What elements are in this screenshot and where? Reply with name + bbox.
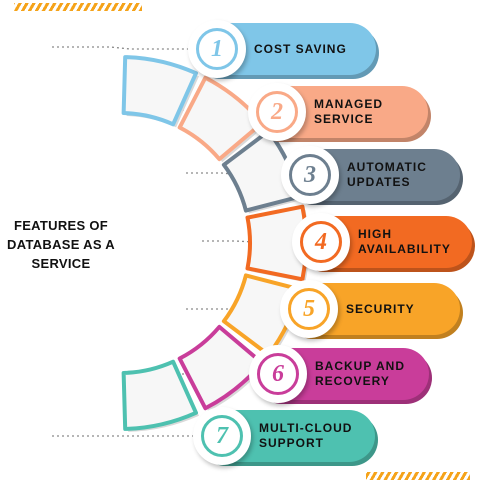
feature-label-line-1: MULTI-CLOUD — [259, 421, 353, 435]
feature-label-line-1: MANAGED — [314, 97, 383, 111]
feature-number: 7 — [201, 415, 243, 457]
arc-segment-1 — [121, 55, 198, 127]
feature-number: 1 — [196, 28, 238, 70]
feature-number-badge: 5 — [280, 280, 338, 338]
feature-number-badge: 3 — [281, 146, 339, 204]
feature-label-line-1: SECURITY — [346, 301, 415, 316]
feature-label-line-2: SERVICE — [314, 112, 374, 126]
feature-label-line-2: UPDATES — [347, 175, 411, 189]
feature-number: 3 — [289, 154, 331, 196]
bottom-stripes-decoration — [366, 472, 470, 480]
feature-number-badge: 7 — [193, 407, 251, 465]
feature-label-line-2: SUPPORT — [259, 436, 325, 450]
feature-label-line-2: AVAILABILITY — [358, 242, 451, 256]
diagram-title: FEATURES OF DATABASE AS A SERVICE — [0, 216, 122, 273]
feature-number-badge: 6 — [249, 345, 307, 403]
arc-segment-2 — [177, 75, 265, 162]
top-stripes-decoration — [14, 3, 142, 11]
feature-label-line-1: HIGH — [358, 227, 392, 241]
arc-segment-3 — [221, 129, 303, 213]
arc-segment-7 — [121, 359, 198, 431]
diagram-title-line-1: FEATURES OF — [13, 218, 109, 233]
feature-number-badge: 4 — [292, 213, 350, 271]
feature-number-badge: 1 — [188, 20, 246, 78]
feature-pill-1: 1 COST SAVING — [188, 20, 376, 78]
feature-number: 2 — [256, 91, 298, 133]
feature-number: 4 — [300, 221, 342, 263]
connector-line-4 — [202, 240, 298, 243]
feature-pill-5: 5 SECURITY — [280, 280, 460, 338]
feature-number-badge: 2 — [248, 83, 306, 141]
feature-label-line-1: COST SAVING — [254, 41, 347, 56]
feature-label: SECURITY — [346, 302, 450, 317]
connector-line-1 — [52, 46, 194, 50]
feature-number: 5 — [288, 288, 330, 330]
feature-label-line-2: RECOVERY — [315, 374, 390, 388]
diagram-title-line-2: DATABASE AS A — [7, 237, 115, 252]
feature-number: 6 — [257, 353, 299, 395]
arc-segment-6 — [177, 324, 265, 411]
diagram-title-line-3: SERVICE — [31, 256, 91, 271]
feature-label-line-1: BACKUP AND — [315, 359, 406, 373]
feature-label-line-1: AUTOMATIC — [347, 160, 427, 174]
feature-label: COST SAVING — [254, 42, 366, 57]
